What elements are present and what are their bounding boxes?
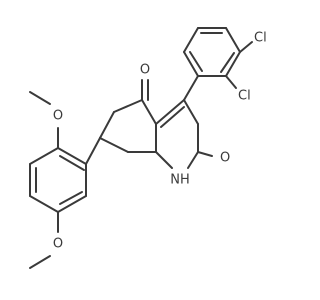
amide-oxygen-label: O — [220, 151, 230, 166]
bicyclic-core — [99, 75, 213, 169]
bond — [183, 99, 199, 125]
bond — [225, 75, 237, 89]
bond — [187, 151, 199, 169]
bond — [29, 195, 59, 213]
dimethoxyphenyl-ring — [29, 91, 101, 269]
amide-nitrogen-label: NH — [170, 173, 190, 188]
molecule-diagram: Cl Cl O O NH O O — [29, 27, 267, 269]
bond — [155, 151, 173, 169]
dichlorophenyl-ring — [183, 27, 253, 89]
bond — [57, 147, 87, 165]
bond — [239, 41, 253, 53]
bond — [99, 137, 129, 153]
bond — [29, 255, 51, 269]
bond — [225, 51, 241, 77]
bond — [183, 27, 199, 53]
bond — [155, 99, 185, 125]
bond — [85, 137, 101, 165]
bond — [197, 151, 213, 157]
bond — [59, 191, 83, 205]
methoxy-oxygen-upper-label: O — [53, 109, 63, 124]
bond — [29, 91, 51, 105]
bond — [99, 111, 115, 139]
bond — [113, 99, 143, 113]
bond — [225, 27, 241, 53]
bond — [160, 106, 185, 128]
chlorine-lower-label: Cl — [238, 89, 251, 104]
bond — [183, 75, 199, 101]
bond — [59, 155, 85, 171]
bond — [183, 51, 199, 77]
ketone-oxygen-label: O — [140, 63, 150, 78]
bond — [220, 52, 235, 73]
bond — [57, 195, 87, 213]
methoxy-oxygen-lower-label: O — [53, 237, 63, 252]
bond — [189, 51, 203, 72]
bond — [29, 147, 59, 165]
bond — [141, 99, 157, 125]
chlorine-upper-label: Cl — [254, 31, 267, 46]
